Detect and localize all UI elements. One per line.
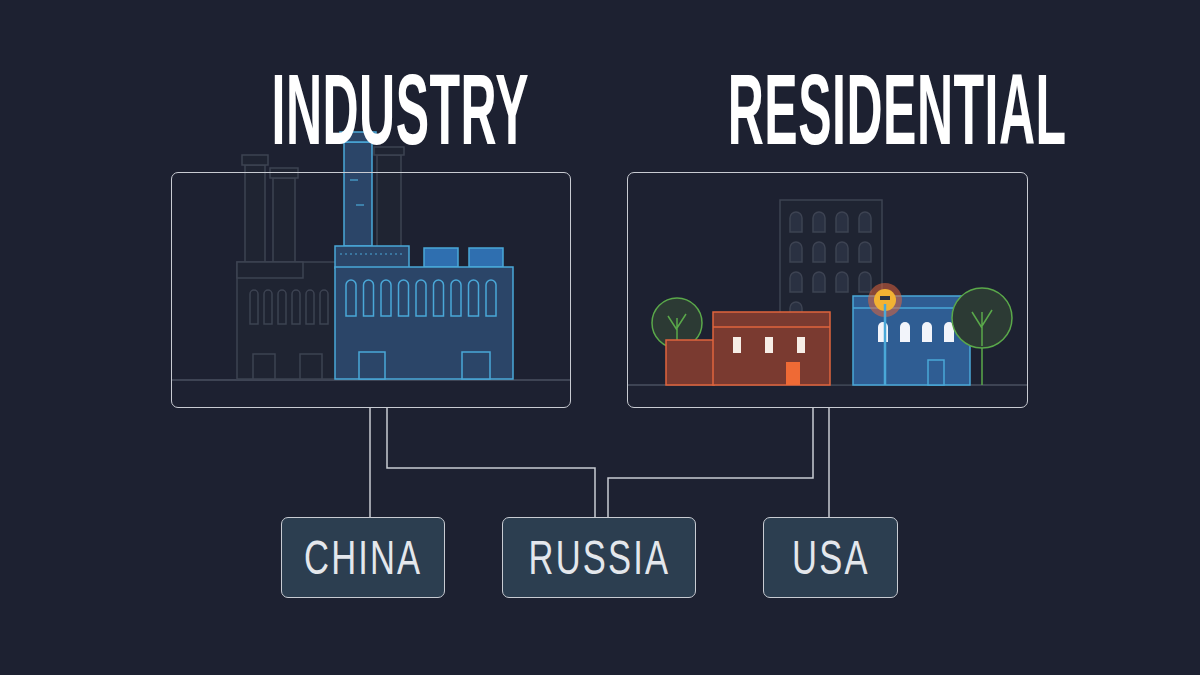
sector-panel: RESIDENTIAL [627,172,1028,408]
panel-heading: RESIDENTIAL [728,59,928,159]
connector-line [608,408,813,517]
country-box: CHINA [281,517,445,598]
factory-illustration [172,132,570,380]
connector-line [387,408,595,517]
country-label: CHINA [304,532,422,584]
connector-line [828,408,830,517]
town-illustration [628,200,1027,385]
country-box: RUSSIA [502,517,696,598]
sector-panel: INDUSTRY [171,172,571,408]
panel-heading: INDUSTRY [272,59,471,159]
country-label: USA [792,532,870,584]
country-box: USA [763,517,898,598]
country-label: RUSSIA [528,532,670,584]
connector-line [369,408,371,517]
